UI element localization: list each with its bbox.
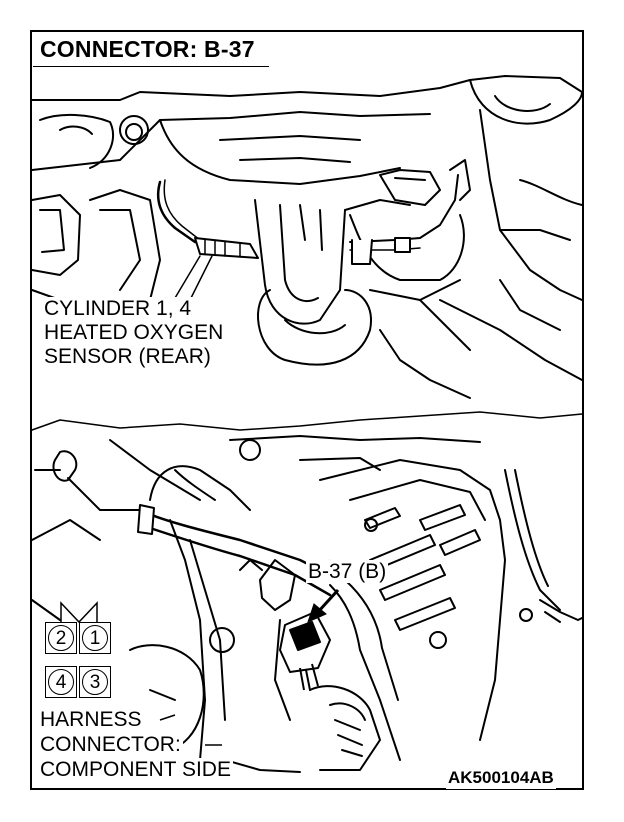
pin-2: 2 bbox=[45, 622, 77, 654]
pin-1: 1 bbox=[79, 622, 111, 654]
top-engine-drawing bbox=[31, 75, 583, 431]
b37-connector bbox=[279, 611, 331, 691]
harness-leader bbox=[159, 714, 176, 721]
connector-face-latch bbox=[60, 601, 98, 624]
harness-line-1: HARNESS bbox=[38, 708, 144, 731]
sensor-callout-line-1: CYLINDER 1, 4 bbox=[42, 297, 194, 320]
sensor-callout-line-2: HEATED OXYGEN bbox=[42, 321, 226, 344]
pin-4: 4 bbox=[45, 666, 77, 698]
pin-3: 3 bbox=[79, 666, 111, 698]
pin-1-label: 1 bbox=[82, 625, 108, 651]
harness-line-2: CONNECTOR: bbox=[38, 733, 183, 756]
page-title: CONNECTOR: B-37 bbox=[40, 36, 255, 62]
pin-4-label: 4 bbox=[48, 669, 74, 695]
connector-callout: B-37 (B) bbox=[306, 560, 389, 583]
pin-3-label: 3 bbox=[82, 669, 108, 695]
pin-2-label: 2 bbox=[48, 625, 74, 651]
b37-arrow bbox=[307, 588, 340, 623]
figure-code: AK500104AB bbox=[446, 766, 556, 789]
harness-line-3: COMPONENT SIDE bbox=[38, 758, 233, 781]
bottom-engine-drawing bbox=[31, 435, 583, 773]
title-underline bbox=[33, 66, 269, 67]
sensor-callout-line-3: SENSOR (REAR) bbox=[42, 345, 213, 368]
